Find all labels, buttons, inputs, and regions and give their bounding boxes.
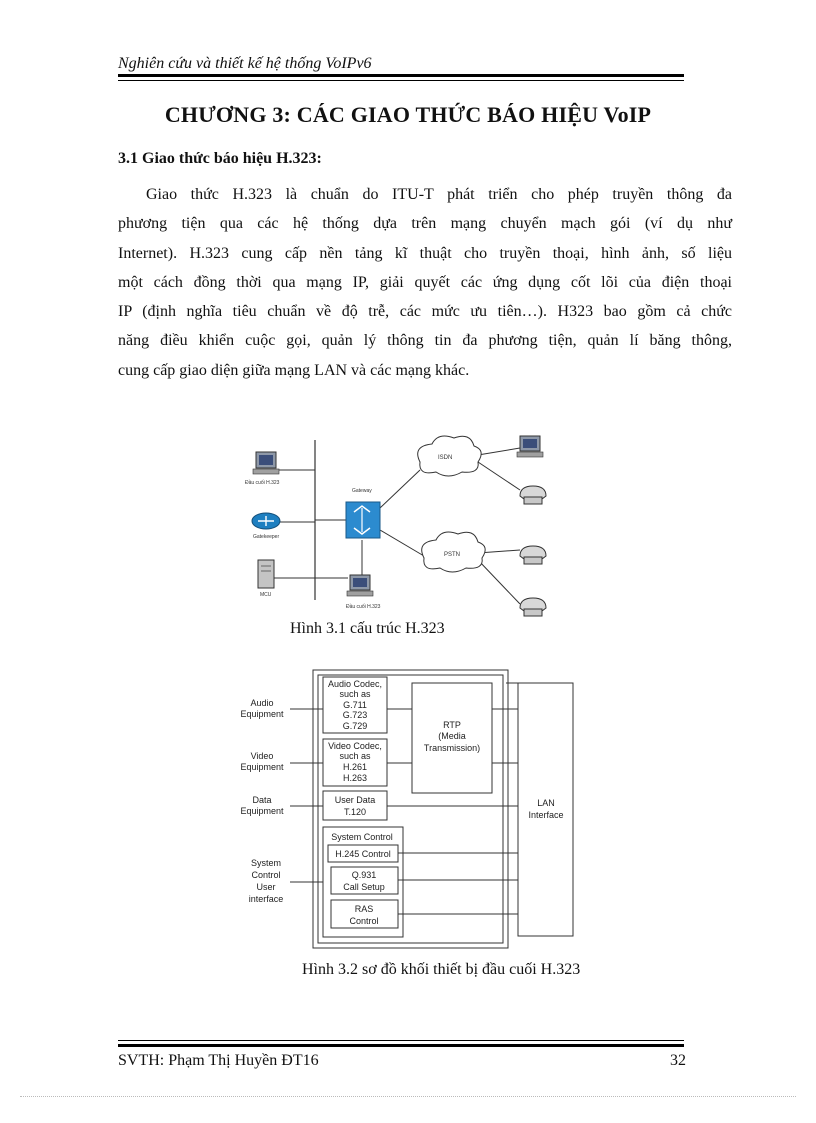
system-control-ui-label: System (251, 858, 281, 868)
ras-control-text: Control (349, 916, 378, 926)
figure2-caption: Hình 3.2 sơ đồ khối thiết bị đầu cuối H.… (302, 961, 581, 978)
header-rule-thin (118, 80, 684, 81)
pstn-label: PSTN (444, 552, 460, 558)
gatekeeper-label: Gatekeeper (253, 534, 279, 540)
paragraph-line: Giao thức H.323 là chuẩn do ITU-T phát t… (146, 186, 732, 203)
data-equipment-label: Equipment (240, 806, 284, 816)
paragraph-line: phương tiện qua các hệ thống dựa trên mạ… (118, 215, 732, 233)
video-codec-text: such as (339, 751, 371, 761)
paragraph-line: Internet). H.323 cung cấp nền tảng kĩ th… (118, 244, 732, 262)
figure1-caption: Hình 3.1 cấu trúc H.323 (290, 620, 445, 637)
h245-control-text: H.245 Control (335, 849, 391, 859)
rtp-text: (Media (438, 731, 466, 741)
section-title: 3.1 Giao thức báo hiệu H.323: (118, 150, 322, 167)
computer-icon (252, 451, 280, 475)
header-rule-thick (118, 74, 684, 77)
paragraph-line: IP (định nghĩa tiêu chuẩn về độ trễ, các… (118, 303, 732, 321)
phone-icon (519, 597, 547, 617)
cloud-icon (417, 435, 482, 477)
mcu-label: MCU (260, 592, 272, 598)
paragraph-line: một cách đồng thời qua mạng IP, giải quy… (118, 273, 732, 291)
video-equipment-label: Equipment (240, 762, 284, 772)
audio-codec-text: Audio Codec, (328, 679, 382, 689)
video-equipment-label: Video (251, 751, 274, 761)
phone-icon (519, 485, 547, 505)
paragraph-line: năng điều khiển cuộc gọi, quản lý thông … (118, 332, 732, 350)
footer-rule-thick (118, 1044, 684, 1047)
gateway-switch-icon (345, 501, 381, 539)
audio-codec-text: G.711 (343, 700, 367, 710)
lan-interface-text: Interface (528, 810, 563, 820)
video-codec-text: H.263 (343, 773, 367, 783)
lan-interface-text: LAN (537, 798, 555, 808)
phone-icon (519, 545, 547, 565)
system-control-ui-label: Control (251, 870, 280, 880)
rtp-text: Transmission) (424, 743, 480, 753)
computer-icon (346, 574, 374, 597)
audio-codec-text: G.729 (343, 721, 368, 731)
gateway-label: Gateway (352, 488, 372, 494)
router-icon (251, 512, 281, 530)
ras-control-text: RAS (355, 904, 374, 914)
system-control-text: System Control (331, 832, 393, 842)
cloud-icon (421, 531, 486, 573)
system-control-ui-label: interface (249, 894, 284, 904)
video-codec-text: Video Codec, (328, 741, 382, 751)
h323-terminal-block-diagram: Audio Equipment Video Equipment Data Equ… (240, 669, 574, 949)
h323-architecture-figure: Đầu cuối H.323 Gatekeeper MCU Gateway Đầ… (245, 435, 547, 617)
audio-codec-text: G.723 (343, 710, 368, 720)
computer-icon (516, 435, 544, 458)
page-number: 32 (670, 1052, 686, 1069)
audio-codec-text: such as (339, 689, 371, 699)
paragraph-line: cung cấp giao diện giữa mạng LAN và các … (118, 361, 470, 379)
chapter-title: CHƯƠNG 3: CÁC GIAO THỨC BÁO HIỆU VoIP (164, 102, 652, 127)
user-data-text: User Data (335, 795, 376, 805)
audio-equipment-label: Equipment (240, 709, 284, 719)
q931-text: Q.931 (352, 870, 377, 880)
audio-equipment-label: Audio (250, 698, 273, 708)
page-bottom-divider (20, 1096, 796, 1097)
terminal2-label: Đầu cuối H.323 (346, 604, 381, 610)
q931-text: Call Setup (343, 882, 385, 892)
footer-author: SVTH: Phạm Thị Huyền ĐT16 (118, 1052, 319, 1069)
footer-rule-thin (118, 1040, 684, 1041)
data-equipment-label: Data (252, 795, 271, 805)
isdn-label: ISDN (438, 455, 452, 461)
header-title: Nghiên cứu và thiết kế hệ thống VoIPv6 (118, 55, 372, 72)
system-control-ui-label: User (256, 882, 275, 892)
user-data-text: T.120 (344, 807, 366, 817)
rtp-text: RTP (443, 720, 461, 730)
mcu-server-icon (257, 559, 275, 589)
body-paragraph: Giao thức H.323 là chuẩn do ITU-T phát t… (118, 180, 732, 385)
terminal1-label: Đầu cuối H.323 (245, 480, 280, 486)
video-codec-text: H.261 (343, 762, 367, 772)
